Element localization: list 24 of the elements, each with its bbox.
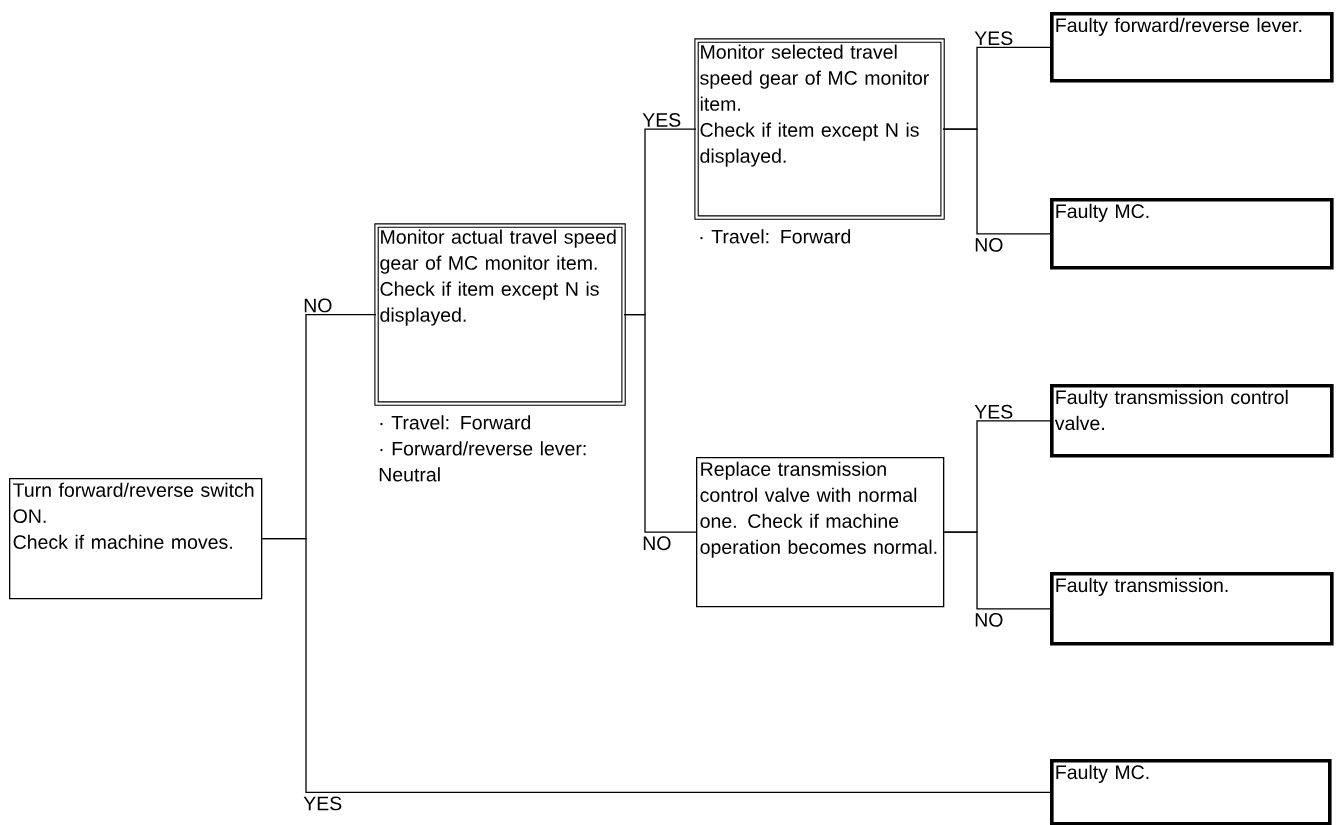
edge-label: NO	[975, 613, 1003, 627]
check-box: Monitor selected travel speed gear of MC monitor item. Check if item except N is displayed.	[694, 38, 945, 220]
edge-label: NO	[975, 238, 1003, 252]
connector-line	[261, 538, 1051, 793]
connector-line	[623, 313, 697, 533]
note-text: · Travel: Forward	[700, 229, 851, 244]
note-text: · Forward/reverse lever: Neutral	[379, 441, 586, 482]
connector-line	[943, 531, 1051, 610]
result-box: Faulty MC.	[1050, 198, 1334, 270]
check-box: Monitor actual travel speed gear of MC monitor item. Check if item except N is displayed.	[374, 223, 626, 406]
result-box: Faulty transmission.	[1050, 572, 1334, 646]
result-box: Faulty MC.	[1050, 759, 1332, 825]
edge-label: YES	[974, 404, 1013, 419]
result-box: Faulty transmission control valve.	[1050, 384, 1334, 458]
edge-label: YES	[642, 113, 681, 127]
edge-label: YES	[303, 796, 342, 811]
process-box: Turn forward/reverse switch ON. Check if machine moves.	[9, 478, 263, 600]
process-box: Replace transmission control valve with normal one. Check if machine operation becomes normal.	[696, 457, 945, 608]
edge-label: NO	[304, 298, 332, 313]
connector-line	[942, 128, 1051, 235]
result-box: Faulty forward/reverse lever.	[1050, 12, 1334, 83]
edge-label: NO	[643, 536, 671, 551]
note-text: · Travel: Forward	[380, 415, 531, 430]
edge-label: YES	[974, 31, 1013, 46]
